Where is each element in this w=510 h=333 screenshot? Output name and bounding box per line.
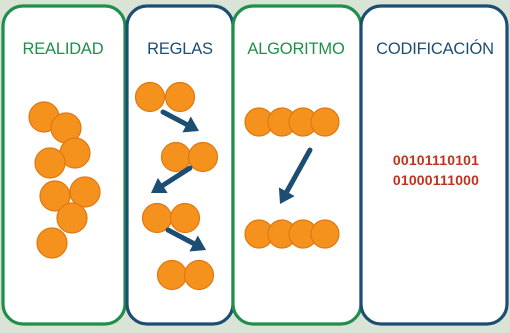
arrow-rule-2-head	[151, 177, 168, 194]
binary-code-line-1: 00101110101	[392, 152, 480, 168]
orange-blob	[34, 147, 66, 179]
orange-blob	[36, 227, 68, 259]
orange-blob	[164, 81, 196, 113]
orange-blob	[134, 81, 166, 113]
orange-blob	[169, 202, 201, 234]
arrow-algorithm-shaft	[284, 147, 313, 195]
orange-blob	[69, 176, 101, 208]
panel-codificacion	[359, 4, 509, 326]
arrow-rule-2-shaft	[160, 165, 193, 188]
panel-title-algoritmo: ALGORITMO	[247, 40, 345, 58]
panel-title-reglas: REGLAS	[147, 40, 213, 58]
panel-title-codificacion: CODIFICACIÓN	[376, 40, 494, 58]
orange-blob	[310, 219, 340, 249]
arrow-rule-3-head	[189, 235, 206, 252]
orange-blob	[156, 259, 188, 291]
arrow-algorithm-head	[278, 187, 295, 204]
orange-blob	[160, 141, 192, 173]
binary-code-line-2: 01000111000	[392, 172, 480, 188]
orange-blob	[187, 141, 219, 173]
arrow-rule-3-shaft	[165, 227, 197, 246]
orange-blob	[310, 107, 340, 137]
arrow-rule-1-head	[182, 116, 199, 133]
orange-blob	[56, 202, 88, 234]
arrow-rule-1-shaft	[160, 109, 190, 127]
orange-blob	[183, 259, 215, 291]
panel-title-realidad: REALIDAD	[22, 40, 104, 58]
